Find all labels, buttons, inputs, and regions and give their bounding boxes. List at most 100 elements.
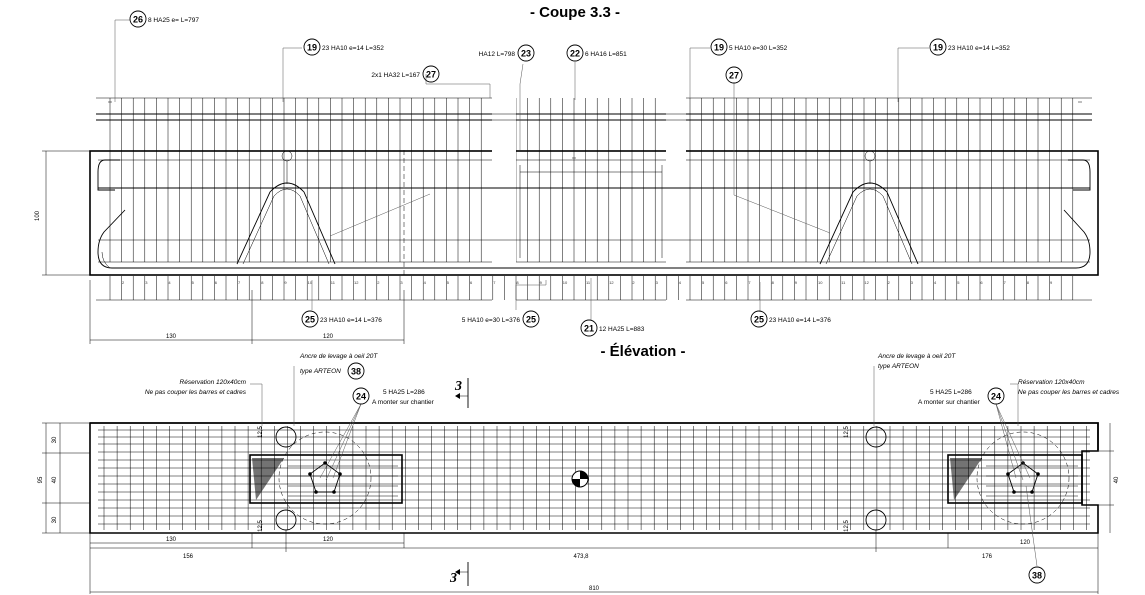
callout-24-right: 24: [987, 387, 1005, 405]
callout-38-right: 38: [1028, 566, 1046, 584]
svg-text:2: 2: [377, 280, 380, 285]
dim-v-30-bottom: 30: [52, 516, 58, 523]
svg-text:9: 9: [1050, 280, 1053, 285]
svg-text:11: 11: [331, 280, 336, 285]
anchor-left-shape: [236, 182, 336, 265]
svg-text:5 HA10 e=30 L=352: 5 HA10 e=30 L=352: [729, 45, 788, 52]
lifting-hole-top-left: [275, 426, 297, 448]
svg-text:12: 12: [354, 280, 359, 285]
svg-text:6 HA16 L=851: 6 HA16 L=851: [585, 51, 627, 58]
svg-text:19: 19: [307, 43, 317, 53]
svg-text:4: 4: [934, 280, 937, 285]
callout-23: HA12 L=798 23: [479, 44, 535, 62]
dim-810: 810: [589, 586, 600, 592]
bars-note-left-2: A monter sur chantier: [372, 399, 435, 406]
svg-text:12 HA25 L=883: 12 HA25 L=883: [599, 326, 645, 333]
dim-120-right: 120: [1020, 540, 1031, 546]
svg-text:6: 6: [215, 280, 218, 285]
svg-text:8: 8: [516, 280, 519, 285]
svg-text:12,5: 12,5: [844, 426, 850, 438]
callout-25-left: 25 23 HA10 e=14 L=376: [301, 310, 382, 328]
svg-text:4: 4: [679, 280, 682, 285]
reservation-right: [947, 454, 1083, 504]
svg-text:5: 5: [702, 280, 705, 285]
lifting-hole-bottom-left: [275, 509, 297, 531]
svg-text:5: 5: [192, 280, 195, 285]
callout-27-left: 2x1 HA32 L=167 27: [371, 65, 440, 83]
section-mid-length-dim: 120: [323, 334, 334, 340]
svg-text:38: 38: [351, 367, 361, 377]
svg-text:25: 25: [754, 315, 764, 325]
section-height-dim: 100: [35, 210, 41, 221]
elevation-outline: [89, 422, 1099, 534]
svg-text:5: 5: [957, 280, 960, 285]
left-hook-top: [97, 159, 120, 191]
svg-text:9: 9: [795, 280, 798, 285]
callout-19-right: 19 23 HA10 e=14 L=352: [929, 38, 1010, 56]
callout-19-mid: 19 5 HA10 e=30 L=352: [710, 38, 788, 56]
svg-text:23: 23: [521, 49, 531, 59]
svg-text:12,5: 12,5: [258, 426, 264, 438]
dim-156: 156: [183, 554, 194, 560]
svg-text:5 HA10 e=30 L=376: 5 HA10 e=30 L=376: [462, 317, 521, 324]
dim-120-left: 120: [323, 537, 334, 543]
callout-19-left: 19 23 HA10 e=14 L=352: [303, 38, 384, 56]
hatch-left: [252, 458, 284, 500]
section-view: 100 130 120 26 8 HA25 e= L=797 19 23 HA1…: [35, 10, 1099, 344]
section-title: - Coupe 3.3 -: [530, 4, 620, 21]
svg-text:19: 19: [714, 43, 724, 53]
anchor-type-left: type ARTEON: [300, 368, 341, 375]
callout-21: 21 12 HA25 L=883: [580, 319, 645, 337]
svg-text:10: 10: [308, 280, 313, 285]
section-outline: [89, 150, 1099, 276]
anchor-note-right: Ancre de levage à oeil 20T: [877, 353, 956, 360]
svg-text:12,5: 12,5: [258, 520, 264, 532]
dim-v-95: 95: [38, 476, 44, 483]
svg-text:2: 2: [888, 280, 891, 285]
dim-130: 130: [166, 537, 177, 543]
svg-text:8: 8: [1027, 280, 1030, 285]
svg-text:3: 3: [454, 379, 462, 394]
svg-text:7: 7: [748, 280, 751, 285]
svg-text:12,5: 12,5: [844, 520, 850, 532]
svg-text:7: 7: [493, 280, 496, 285]
svg-text:2x1 HA32 L=167: 2x1 HA32 L=167: [371, 72, 420, 79]
bars-note-right-1: 5 HA25 L=286: [930, 389, 972, 396]
center-of-gravity-icon: [571, 470, 589, 488]
svg-text:23 HA10 e=14 L=352: 23 HA10 e=14 L=352: [322, 45, 384, 52]
svg-text:3: 3: [145, 280, 148, 285]
svg-text:3: 3: [400, 280, 403, 285]
svg-text:6: 6: [725, 280, 728, 285]
callout-26: 26 8 HA25 e= L=797: [129, 10, 199, 28]
callout-38-left: 38: [347, 362, 365, 380]
callout-24-left: 24: [352, 387, 370, 405]
callout-27-right: 27: [725, 66, 743, 84]
bars-note-left-1: 5 HA25 L=286: [383, 389, 425, 396]
svg-text:23 HA10 e=14 L=376: 23 HA10 e=14 L=376: [320, 317, 382, 324]
elevation-longitudinal-bars: [98, 429, 1090, 525]
svg-text:22: 22: [570, 49, 580, 59]
svg-text:8: 8: [772, 280, 775, 285]
svg-text:23 HA10 e=14 L=352: 23 HA10 e=14 L=352: [948, 45, 1010, 52]
svg-text:27: 27: [729, 71, 739, 81]
bottom-u-bar: [97, 209, 1091, 269]
svg-text:12: 12: [609, 280, 614, 285]
dim-v-40-right: 40: [1114, 476, 1120, 483]
anchor-note-left: Ancre de levage à oeil 20T: [299, 353, 378, 360]
callout-25-right: 25 23 HA10 e=14 L=376: [750, 310, 831, 328]
dim-v-30-top: 30: [52, 436, 58, 443]
bars-note-right-2: A monter sur chantier: [918, 399, 981, 406]
svg-text:38: 38: [1032, 571, 1042, 581]
svg-text:7: 7: [238, 280, 241, 285]
dim-473-8: 473,8: [573, 554, 589, 560]
anchor-left-eye: [281, 150, 293, 162]
svg-text:11: 11: [586, 280, 591, 285]
anchor-type-right: type ARTEON: [878, 363, 919, 370]
svg-text:21: 21: [584, 324, 594, 334]
callout-25-mid: 5 HA10 e=30 L=376 25: [462, 310, 540, 328]
svg-text:6: 6: [470, 280, 473, 285]
svg-text:5: 5: [447, 280, 450, 285]
svg-text:25: 25: [305, 315, 315, 325]
svg-text:2: 2: [632, 280, 635, 285]
svg-text:10: 10: [563, 280, 568, 285]
